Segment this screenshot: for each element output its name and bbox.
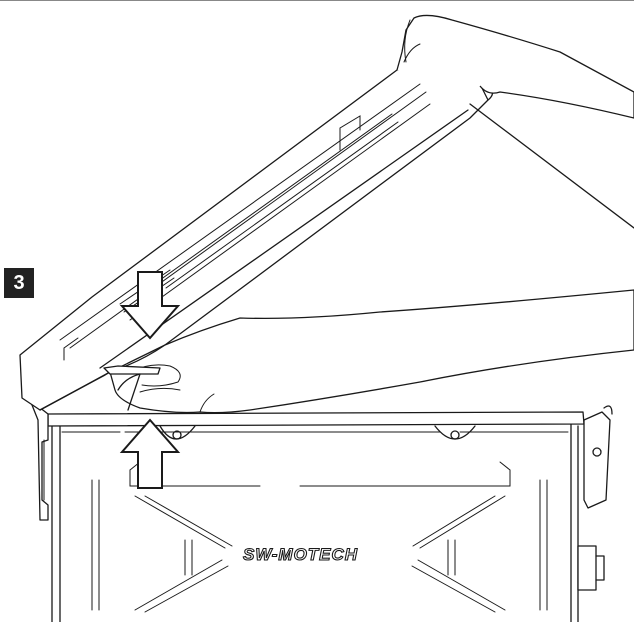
top-rule <box>0 0 634 1</box>
step-number-badge: 3 <box>4 268 34 298</box>
brand-logo: SW-MOTECH <box>242 544 358 564</box>
left-latch <box>29 399 49 521</box>
arrow-up-icon <box>119 418 181 489</box>
arrow-down-icon <box>119 271 181 340</box>
brand-logo-text: SW-MOTECH <box>243 545 358 564</box>
upper-hand <box>396 14 634 229</box>
right-latch <box>577 405 613 591</box>
lower-hand <box>103 289 634 414</box>
